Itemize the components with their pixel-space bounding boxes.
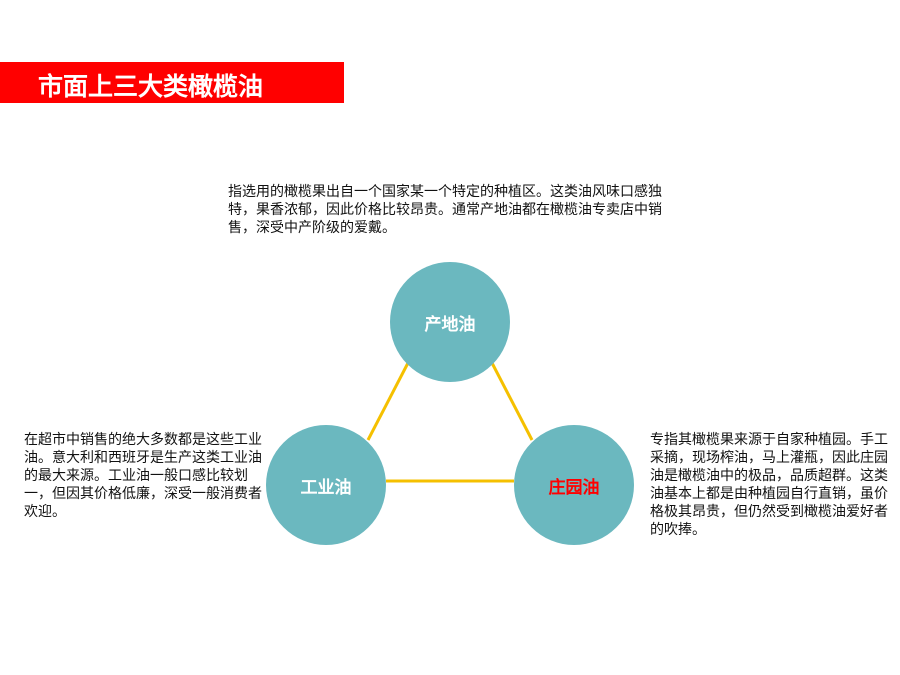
node-origin-oil-label: 产地油 — [424, 314, 476, 335]
page-title: 市面上三大类橄榄油 — [38, 72, 264, 101]
node-industrial-oil-label: 工业油 — [300, 477, 352, 498]
node-estate-oil: 庄园油 — [514, 425, 634, 545]
node-estate-oil-label: 庄园油 — [548, 477, 600, 498]
description-origin-oil: 指选用的橄榄果出自一个国家某一个特定的种植区。这类油风味口感独特，果香浓郁，因此… — [228, 184, 662, 236]
connector-top-right — [489, 360, 534, 441]
description-industrial-oil: 在超市中销售的绝大多数都是这些工业油。意大利和西班牙是生产这类工业油的最大来源。… — [24, 432, 262, 520]
description-estate-oil: 专指其橄榄果来源于自家种植园。手工采摘，现场榨油，马上灌瓶，因此庄园油是橄榄油中… — [650, 432, 888, 538]
connector-top-left — [366, 360, 411, 441]
node-industrial-oil: 工业油 — [266, 425, 386, 545]
node-origin-oil: 产地油 — [390, 262, 510, 382]
title-banner: 市面上三大类橄榄油 — [0, 62, 344, 103]
